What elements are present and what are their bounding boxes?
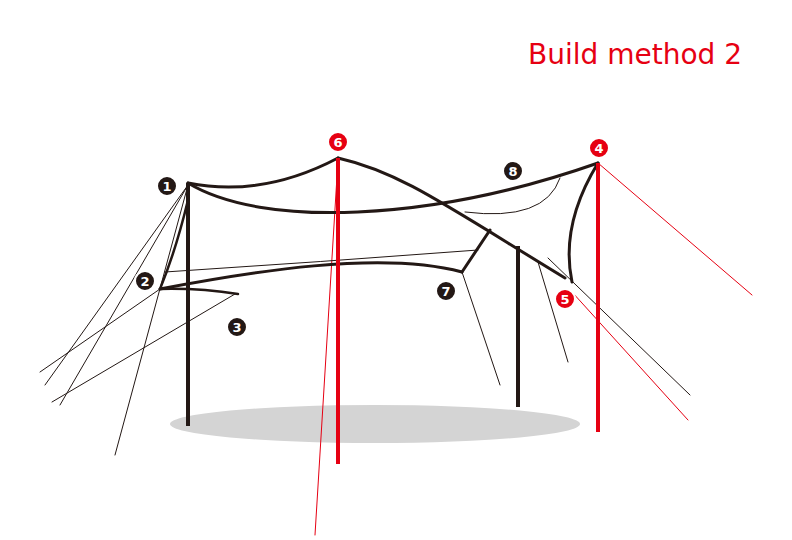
callout-number: 1 xyxy=(156,175,178,197)
callout-text: 1 xyxy=(162,180,171,193)
red-guy-ropes xyxy=(315,160,752,535)
callout-number: 6 xyxy=(327,131,349,153)
ground-shadow xyxy=(170,405,580,443)
callout-number: 5 xyxy=(554,288,576,310)
callout-text: 8 xyxy=(508,165,517,178)
callout-number: 2 xyxy=(134,270,156,292)
callout-number: 3 xyxy=(226,316,248,338)
title: Build method 2 xyxy=(528,40,742,71)
callout-text: 2 xyxy=(140,275,149,288)
callout-number: 7 xyxy=(435,280,457,302)
callout-text: 7 xyxy=(441,285,450,298)
guy-ropes xyxy=(40,185,690,455)
poles xyxy=(188,158,598,464)
callout-number: 4 xyxy=(588,137,610,159)
tarp-edges xyxy=(160,158,598,294)
callout-text: 6 xyxy=(333,136,342,149)
callout-number: 8 xyxy=(502,160,524,182)
callout-text: 3 xyxy=(232,321,241,334)
callout-text: 5 xyxy=(560,293,569,306)
callout-text: 4 xyxy=(594,142,603,155)
